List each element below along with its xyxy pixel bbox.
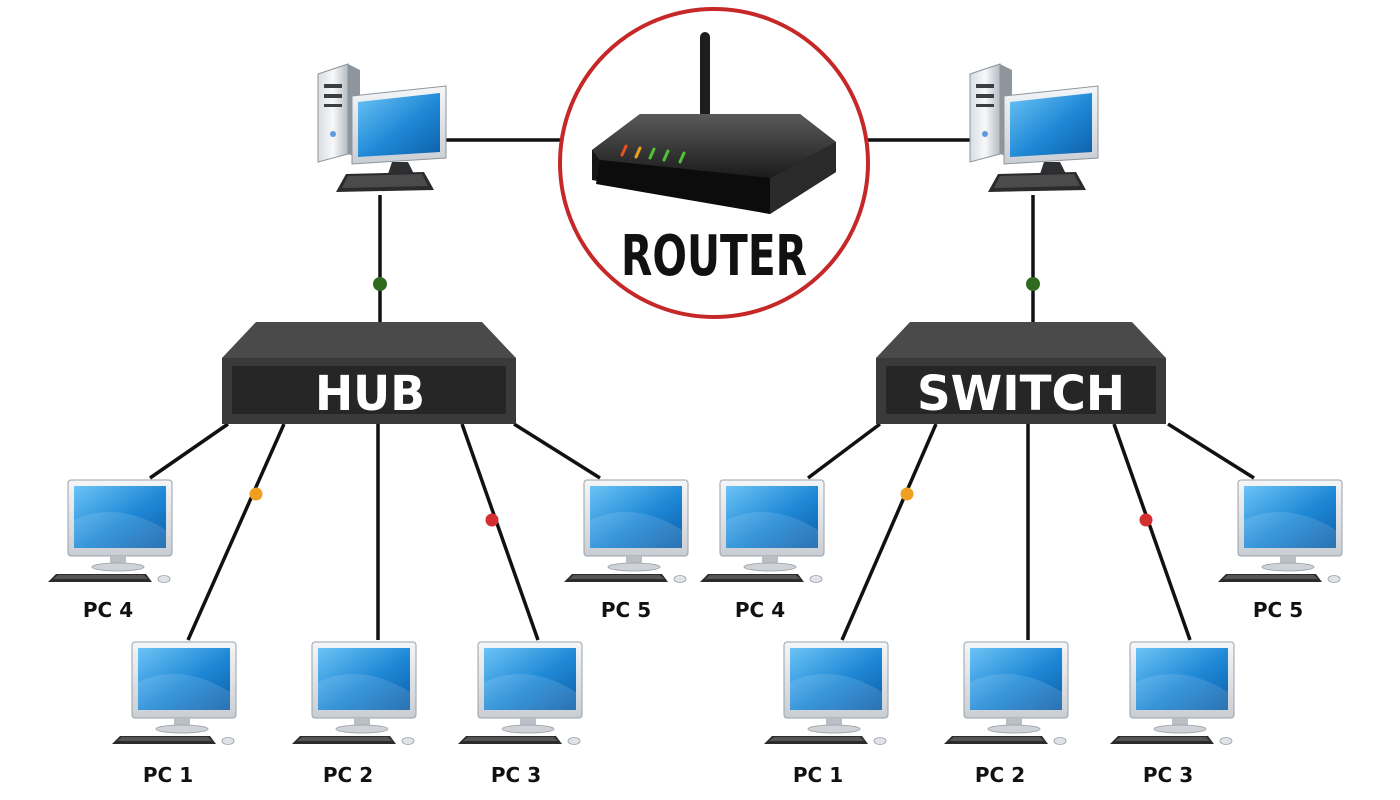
hub-pc-1: PC 1 [111,641,237,787]
cable-hub-pc3 [460,423,540,641]
pc-label: PC 5 [601,598,651,622]
cable-switch-pc4 [806,422,882,480]
status-dot-red [1139,513,1153,527]
switch-pc-5: PC 5 [1217,479,1343,622]
hub-label: HUB [315,366,425,422]
left-server-computer [317,63,447,193]
pc-label: PC 2 [975,763,1025,787]
pc-label: PC 1 [143,763,193,787]
router-icon [592,114,836,214]
hub-pc-3: PC 3 [457,641,583,787]
switch-pc-3: PC 3 [1109,641,1235,787]
status-dot-orange [249,487,263,501]
status-dot-green [373,277,387,291]
switch-pc-4: PC 4 [699,479,825,622]
switch-label: SWITCH [917,366,1125,422]
cable-switch-pc1 [840,423,938,641]
right-server-computer [969,63,1099,193]
cable-hub-pc1 [186,423,286,641]
hub-pc-2: PC 2 [291,641,417,787]
cable-switch-pc5 [1167,422,1255,480]
cable-hub-pc5 [513,422,601,480]
status-dot-orange [900,487,914,501]
cables [149,138,1255,641]
switch-pc-2: PC 2 [943,641,1069,787]
router-label: ROUTER [621,224,807,289]
switch-device: SWITCH [876,322,1166,424]
hub-pc-5: PC 5 [563,479,689,622]
pc-label: PC 4 [735,598,785,622]
status-dot-green [1026,277,1040,291]
pc-label: PC 4 [83,598,133,622]
router: ROUTER [558,7,870,319]
pc-label: PC 3 [1143,763,1193,787]
pc-label: PC 3 [491,763,541,787]
link-indicators [249,277,1153,527]
hub-device: HUB [222,322,516,424]
status-dot-red [485,513,499,527]
hub-pc-4: PC 4 [47,479,173,622]
pc-label: PC 5 [1253,598,1303,622]
pc-label: PC 2 [323,763,373,787]
cable-hub-pc4 [149,422,229,480]
cable-switch-pc3 [1112,423,1192,641]
pc-label: PC 1 [793,763,843,787]
switch-pc-1: PC 1 [763,641,889,787]
